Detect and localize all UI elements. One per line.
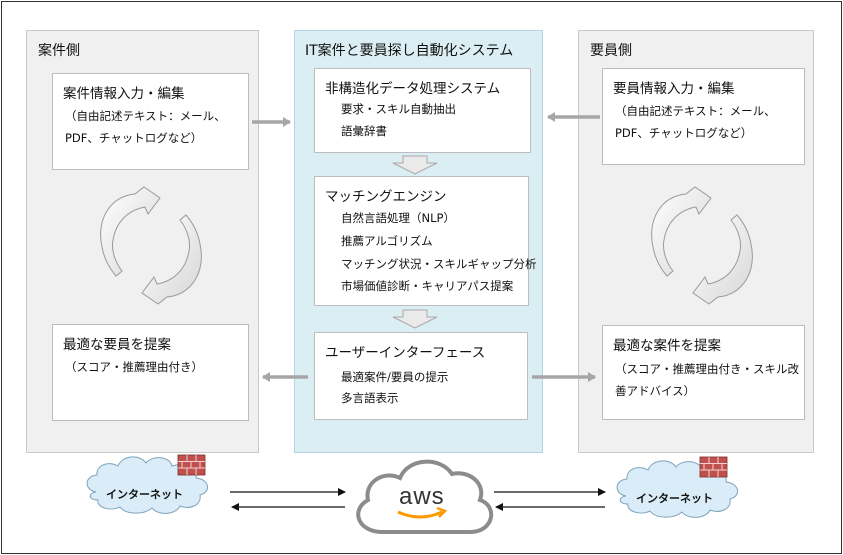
right-panel-title: 要員側 — [590, 43, 632, 59]
project-output-box: 最適な要員を提案 （スコア・推薦理由付き） — [52, 324, 249, 421]
engineer-input-title: 要員情報入力・編集 — [613, 81, 735, 97]
engineer-input-box: 要員情報入力・編集 （自由記述テキスト：メール、 PDF、チャットログなど） — [602, 68, 805, 165]
aws-logo-text: aws — [399, 483, 445, 510]
user-interface-module: ユーザーインターフェース 最適案件/要員の提示 多言語表示 — [314, 332, 528, 420]
left-cycle-icon — [100, 186, 202, 305]
aws-smile-arrow-icon — [436, 506, 448, 518]
matching-engine-title: マッチングエンジン — [325, 189, 447, 205]
project-output-title: 最適な要員を提案 — [63, 337, 171, 353]
engineer-input-line: （自由記述テキスト：メール、 — [615, 104, 776, 118]
engineer-input-line: PDF、チャットログなど） — [615, 126, 753, 140]
data-processing-title: 非構造化データ処理システム — [325, 81, 501, 97]
right-cycle-icon — [651, 186, 753, 305]
engineer-output-line: （スコア・推薦理由付き・スキル改 — [615, 362, 799, 376]
aws-cloud-icon — [356, 459, 494, 534]
down-arrow-1 — [392, 155, 438, 175]
matching-engine-module: マッチングエンジン 自然言語処理（NLP） 推薦アルゴリズム マッチング状況・ス… — [314, 176, 537, 306]
down-arrow-2 — [392, 309, 438, 329]
project-input-line: （自由記述テキスト：メール、 — [65, 109, 226, 123]
left-firewall-icon — [177, 454, 206, 476]
left-internet-label: インターネット — [106, 488, 183, 501]
module-item: 推薦アルゴリズム — [341, 234, 433, 248]
center-panel-title: IT案件と要員探し自動化システム — [305, 43, 514, 59]
left-internet-cloud — [86, 456, 208, 514]
right-internet-label: インターネット — [636, 492, 713, 505]
module-item: 市場価値診断・キャリアパス提案 — [341, 279, 514, 293]
left-panel-title: 案件側 — [38, 43, 80, 59]
module-item: 最適案件/要員の提示 — [341, 370, 449, 384]
module-item: 語彙辞書 — [341, 124, 387, 138]
module-item: 多言語表示 — [341, 391, 399, 405]
project-input-title: 案件情報入力・編集 — [63, 86, 185, 102]
module-item: 自然言語処理（NLP） — [341, 211, 455, 225]
user-interface-title: ユーザーインターフェース — [325, 345, 486, 361]
project-input-box: 案件情報入力・編集 （自由記述テキスト：メール、 PDF、チャットログなど） — [52, 73, 249, 170]
engineer-output-box: 最適な案件を提案 （スコア・推薦理由付き・スキル改 善アドバイス） — [602, 325, 805, 420]
module-item: 要求・スキル自動抽出 — [341, 102, 456, 116]
data-processing-module: 非構造化データ処理システム 要求・スキル自動抽出 語彙辞書 — [314, 68, 531, 153]
right-firewall-icon — [699, 456, 728, 478]
aws-smile-icon — [397, 510, 443, 519]
engineer-output-line: 善アドバイス） — [615, 384, 696, 398]
module-item: マッチング状況・スキルギャップ分析 — [341, 257, 537, 271]
project-input-line: PDF、チャットログなど） — [65, 131, 203, 145]
engineer-output-title: 最適な案件を提案 — [613, 338, 721, 354]
project-output-line: （スコア・推薦理由付き） — [65, 360, 203, 374]
